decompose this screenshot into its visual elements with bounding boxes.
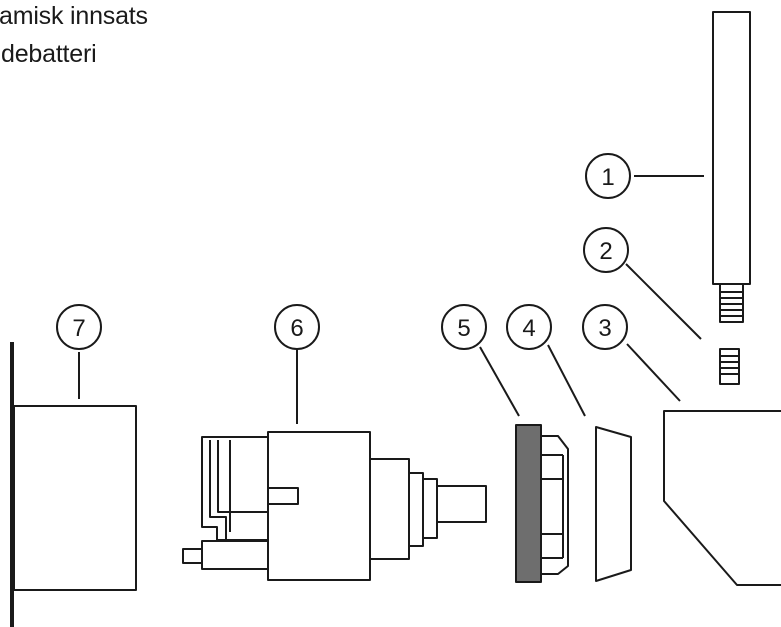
callout-number-5: 5 [457,315,470,342]
callout-number-7: 7 [72,315,85,342]
callout-number-6: 6 [290,315,303,342]
callout-circle-6 [274,304,320,350]
title-line-1: amisk innsats [0,2,148,30]
callout-circle-5 [441,304,487,350]
part-2-threaded-adapter [719,348,740,385]
callout-circle-7 [56,304,102,350]
callout-number-2: 2 [599,238,612,265]
part-1-spindle-extension [712,11,751,323]
title-line-2: debatteri [1,40,97,68]
part-5-gasket-nut [515,424,569,583]
part-6-cartridge [182,431,487,581]
part-7-wall-body [10,342,137,627]
callout-circles [56,153,631,350]
callout-number-1: 1 [601,164,614,191]
callout-circle-2 [583,227,629,273]
callout-number-4: 4 [522,315,535,342]
callout-numbers: 1 2 3 4 5 6 7 [72,164,614,342]
callout-circle-3 [582,304,628,350]
part-4-cone-washer [595,426,632,582]
part-3-cover-housing [663,410,781,586]
callout-circle-1 [585,153,631,199]
callout-circle-4 [506,304,552,350]
leader-lines [78,175,704,424]
callout-number-3: 3 [598,315,611,342]
